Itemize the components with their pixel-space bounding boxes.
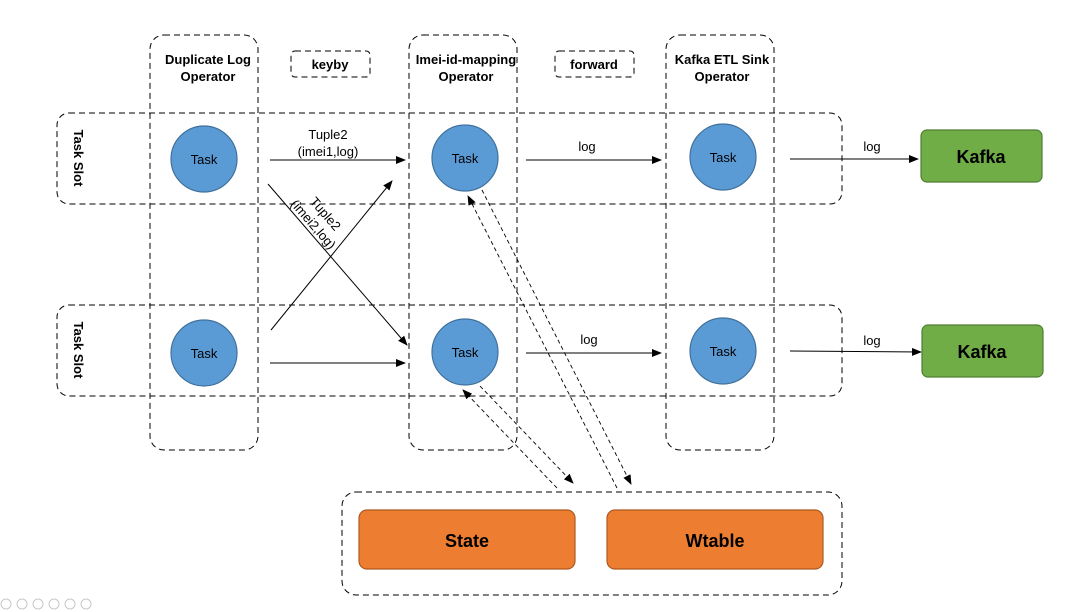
task-node-mapping-bottom <box>431 318 499 386</box>
task-node-mapping-top <box>431 124 499 192</box>
log-label-bottom-right: log <box>863 333 880 348</box>
duplicate-operator-title-1: Duplicate Log <box>165 52 251 67</box>
kafka-label-bottom: Kafka <box>957 342 1007 362</box>
state-label: State <box>445 531 489 551</box>
dashed-arrow-map-bottom-to-state <box>479 385 574 484</box>
storage-container <box>341 491 843 596</box>
zoom-in-icon[interactable] <box>0 598 12 610</box>
duplicate-operator-title-2: Operator <box>181 69 236 84</box>
task-node-sink-top <box>689 123 757 191</box>
keyby-label: keyby <box>312 57 350 72</box>
wtable-box <box>606 509 824 570</box>
search-icon[interactable] <box>48 598 60 610</box>
task-slot-row-bottom <box>56 304 843 397</box>
log-label-top-right: log <box>863 139 880 154</box>
tuple-top-label-1: Tuple2 <box>308 127 347 142</box>
forward-label: forward <box>570 57 618 72</box>
task-label: Task <box>710 150 737 165</box>
task-label: Task <box>710 344 737 359</box>
sink-operator-title-1: Kafka ETL Sink <box>675 52 770 67</box>
arrow-dup-bottom-to-map-top <box>270 180 393 331</box>
log-label-bottom-mid: log <box>580 332 597 347</box>
mapping-operator-title-1: Imei-id-mapping <box>416 52 516 67</box>
copy-icon[interactable] <box>32 598 44 610</box>
dashed-arrow-map-top-to-wtable <box>481 189 632 485</box>
mapping-operator-title-2: Operator <box>439 69 494 84</box>
task-label: Task <box>452 345 479 360</box>
grid-icon[interactable] <box>64 598 76 610</box>
tuple-top-label-2: (imei1,log) <box>298 144 359 159</box>
task-slot-label-top: Task Slot <box>71 130 86 188</box>
log-label-top-mid: log <box>578 139 595 154</box>
sink-operator-title-2: Operator <box>695 69 750 84</box>
state-box <box>358 509 576 570</box>
forward-box <box>554 50 635 78</box>
kafka-box-top <box>920 129 1043 183</box>
kafka-label-top: Kafka <box>956 147 1006 167</box>
task-node-sink-bottom <box>689 317 757 385</box>
task-label: Task <box>191 346 218 361</box>
task-node-duplicate-bottom <box>170 319 238 387</box>
dashed-arrow-state-to-map-bottom <box>462 389 558 489</box>
viewer-toolbar <box>0 598 92 610</box>
dashed-arrow-wtable-to-map-top <box>467 195 618 489</box>
wtable-label: Wtable <box>685 531 744 551</box>
pen-icon[interactable] <box>16 598 28 610</box>
tuple-diag-label-group: Tuple2 (imei2,log) <box>288 194 344 252</box>
task-node-duplicate-top <box>170 125 238 193</box>
sink-operator-column <box>665 34 775 451</box>
keyby-box <box>290 50 371 78</box>
task-label: Task <box>452 151 479 166</box>
duplicate-operator-column <box>149 34 259 451</box>
task-slot-label-bottom: Task Slot <box>71 322 86 380</box>
arrow-dup-top-to-map-bottom <box>267 183 408 346</box>
mapping-operator-column <box>408 34 518 451</box>
task-label: Task <box>191 152 218 167</box>
more-icon[interactable] <box>80 598 92 610</box>
arrow-sink-bottom-to-kafka <box>789 347 922 356</box>
kafka-box-bottom <box>921 324 1044 378</box>
